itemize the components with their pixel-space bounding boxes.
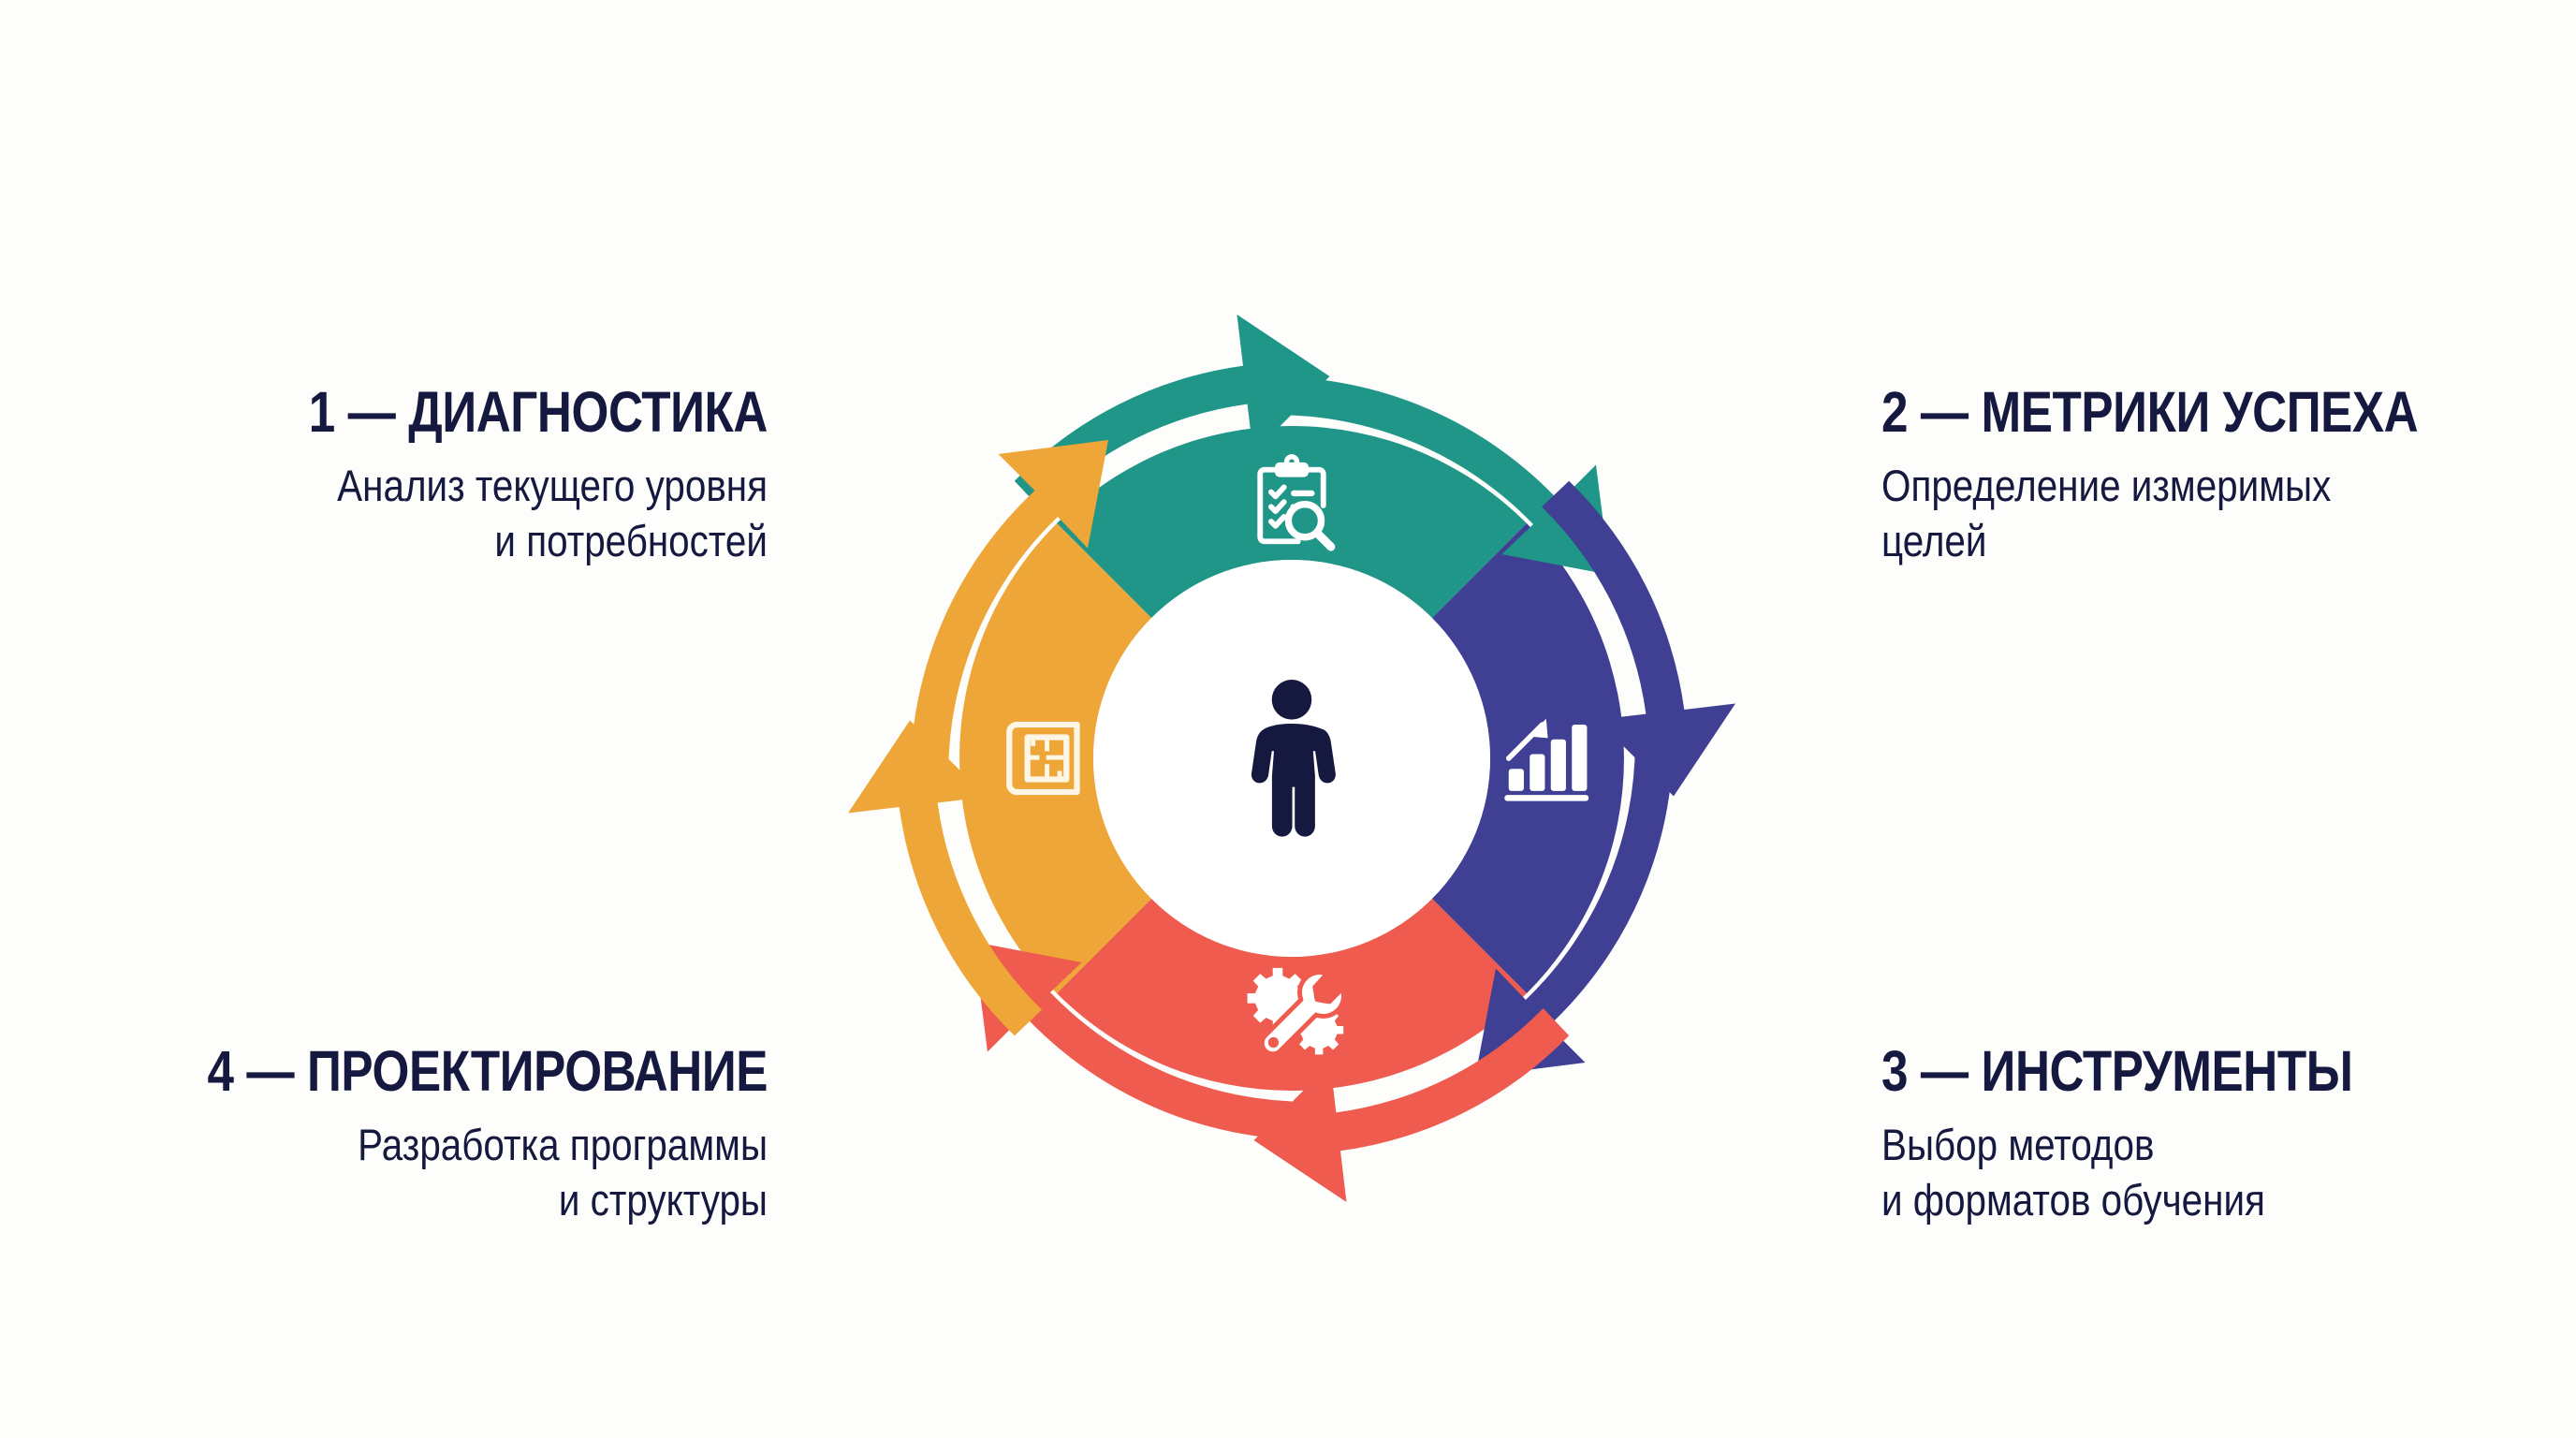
segment-subtitle-3-line1: Выбор методов [1881, 1119, 2155, 1169]
bar-chart-growth-icon [1504, 718, 1589, 801]
segment-label-metriki-uspeha: 2 — МЕТРИКИ УСПЕХА Определение измеримых… [1881, 382, 2537, 568]
segment-label-diagnostika: 1 — ДИАГНОСТИКА Анализ текущего уровня и… [112, 382, 768, 568]
process-cycle-wheel [768, 234, 1816, 1283]
segment-subtitle-3-line2: и форматов обучения [1881, 1174, 2265, 1225]
cycle-arrow-navy-a [1542, 480, 1735, 797]
blueprint-icon [1006, 721, 1080, 796]
cycle-arrows [848, 315, 1735, 1202]
cycle-arrow-navy-b [1475, 736, 1674, 1077]
cycle-arrow-teal-b [1269, 376, 1610, 575]
segment-subtitle-2-line2: целей [1881, 515, 1987, 565]
wrench-gears-icon [1247, 967, 1346, 1057]
segment-heading-4: 4 — ПРОЕКТИРОВАНИЕ [207, 1039, 768, 1103]
segment-heading-3: 3 — ИНСТРУМЕНТЫ [1881, 1039, 2353, 1103]
segment-subtitle-1-line1: Анализ текущего уровня [337, 460, 768, 510]
segment-heading-1: 1 — ДИАГНОСТИКА [308, 380, 768, 444]
segment-subtitle-4-line1: Разработка программы [358, 1119, 768, 1169]
segment-subtitle-4-line2: и структуры [558, 1174, 768, 1225]
person-icon [1251, 680, 1336, 837]
cycle-arrow-red-a [1253, 1008, 1570, 1202]
segment-subtitle-1-line2: и потребностей [494, 515, 768, 565]
segment-heading-2: 2 — МЕТРИКИ УСПЕХА [1881, 380, 2419, 444]
cycle-arrow-red-b [973, 942, 1314, 1140]
cycle-arrow-yellow-b [910, 440, 1108, 781]
segment-subtitle-2-line1: Определение измеримых [1881, 460, 2332, 510]
donut-segment-metriki[interactable] [1431, 523, 1624, 993]
segment-label-instrumenty: 3 — ИНСТРУМЕНТЫ Выбор методов и форматов… [1881, 1041, 2537, 1227]
segment-label-proektirovanie: 4 — ПРОЕКТИРОВАНИЕ Разработка программы … [56, 1041, 768, 1227]
clipboard-magnifier-icon [1257, 454, 1336, 551]
cycle-arrow-yellow-a [848, 720, 1042, 1036]
